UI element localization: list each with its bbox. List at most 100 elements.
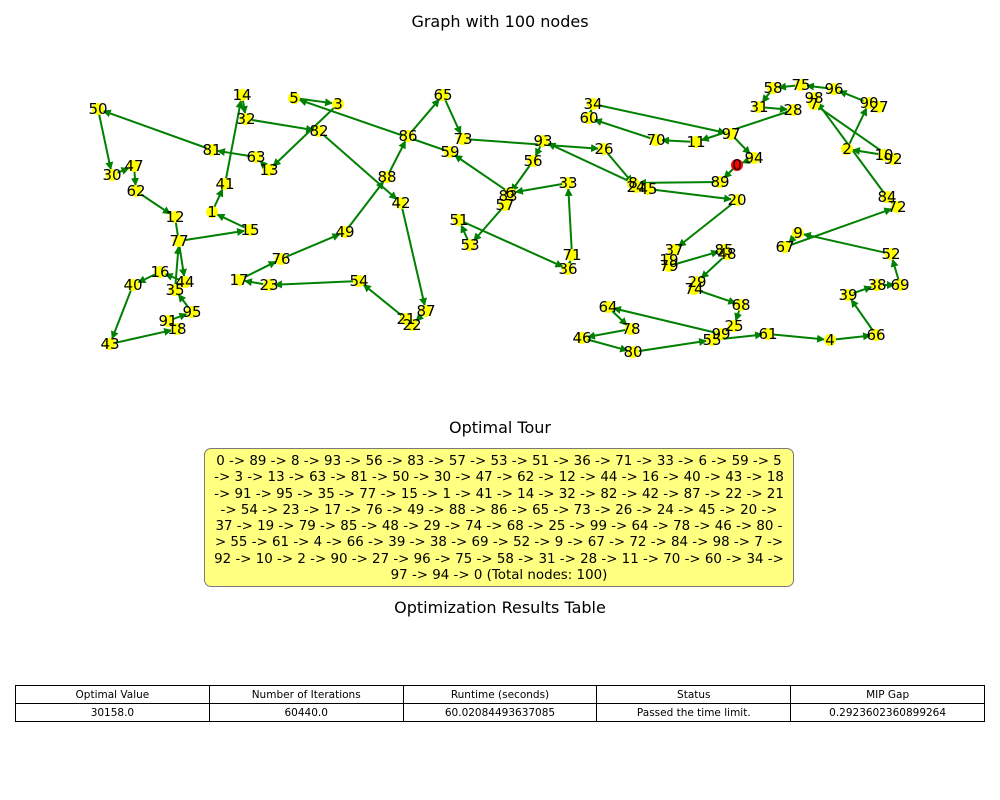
node-12-marker <box>169 211 181 223</box>
node-41-label: 41 <box>215 175 234 193</box>
node-15-label: 15 <box>240 221 259 239</box>
node-20-marker <box>731 194 743 206</box>
node-85-label: 85 <box>714 241 733 259</box>
node-33-marker <box>562 177 574 189</box>
tour-edge-50-30 <box>97 108 114 171</box>
node-56-label: 56 <box>523 152 542 170</box>
node-95-label: 95 <box>182 303 201 321</box>
node-71-marker <box>566 249 578 261</box>
node-80-marker <box>627 346 639 358</box>
node-7-marker <box>808 98 820 110</box>
tour-edge-5-3 <box>293 97 334 107</box>
tour-edge-82-42 <box>318 130 398 200</box>
node-37-label: 37 <box>664 241 683 259</box>
node-48-label: 48 <box>717 245 736 263</box>
node-17-label: 17 <box>229 271 248 289</box>
node-90-label: 90 <box>859 94 878 112</box>
node-15-marker <box>244 224 256 236</box>
node-91-marker <box>162 315 174 327</box>
tour-edge-73-26 <box>462 138 600 153</box>
node-36-label: 36 <box>558 260 577 278</box>
node-14-label: 14 <box>232 86 251 104</box>
node-23-marker <box>263 279 275 291</box>
node-71-label: 71 <box>562 246 581 264</box>
node-61-label: 61 <box>758 325 777 343</box>
node-14-marker <box>236 89 248 101</box>
value-status: Passed the time limit. <box>596 703 792 722</box>
node-93-marker <box>537 135 549 147</box>
node-9-label: 9 <box>793 224 803 242</box>
tour-edge-43-18 <box>109 327 173 345</box>
node-65-label: 65 <box>433 86 452 104</box>
node-17-marker <box>233 274 245 286</box>
node-42-marker <box>395 197 407 209</box>
node-20-label: 20 <box>727 191 746 209</box>
tour-edge-20-37 <box>677 199 738 248</box>
node-42-label: 42 <box>391 194 410 212</box>
node-47-marker <box>128 160 140 172</box>
node-34-marker <box>587 98 599 110</box>
node-92-label: 92 <box>883 150 902 168</box>
node-38-label: 38 <box>867 276 886 294</box>
node-81-label: 81 <box>202 141 221 159</box>
node-32-label: 32 <box>236 110 255 128</box>
node-31-marker <box>753 101 765 113</box>
node-13-label: 13 <box>259 161 278 179</box>
tour-edge-63-81 <box>216 148 257 158</box>
node-54-label: 54 <box>349 272 368 290</box>
node-1-marker <box>206 206 218 218</box>
node-68-marker <box>735 299 747 311</box>
node-3-marker <box>332 98 344 110</box>
node-87-marker <box>420 305 432 317</box>
node-57-label: 57 <box>495 196 514 214</box>
node-57-marker <box>499 199 511 211</box>
node-18-label: 18 <box>167 320 186 338</box>
node-2-marker <box>841 143 853 155</box>
node-72-label: 72 <box>887 198 906 216</box>
node-70-marker <box>650 134 662 146</box>
node-32-marker <box>240 113 252 125</box>
tour-edge-15-1 <box>216 213 251 231</box>
node-22-label: 22 <box>402 316 421 334</box>
node-69-marker <box>894 279 906 291</box>
header-status: Status <box>596 685 792 704</box>
node-45-marker <box>642 183 654 195</box>
node-52-label: 52 <box>881 245 900 263</box>
header-number-of-iterations: Number of Iterations <box>208 685 404 704</box>
node-77-marker <box>173 235 185 247</box>
tour-edge-89-8 <box>637 178 721 187</box>
node-93-label: 93 <box>533 132 552 150</box>
node-58-marker <box>767 82 779 94</box>
tour-edge-17-76 <box>238 260 277 281</box>
node-30-label: 30 <box>102 166 121 184</box>
tour-edge-34-97 <box>592 103 727 136</box>
tour-edge-86-65 <box>407 98 440 137</box>
node-78-label: 78 <box>621 320 640 338</box>
node-61-marker <box>762 328 774 340</box>
node-68-label: 68 <box>731 296 750 314</box>
node-23-label: 23 <box>259 276 278 294</box>
node-60-marker <box>583 112 595 124</box>
node-44-label: 44 <box>175 273 194 291</box>
tour-edge-33-6 <box>514 182 569 195</box>
tour-edge-80-55 <box>632 337 708 353</box>
tour-edge-40-43 <box>110 284 134 340</box>
tour-edge-28-11 <box>700 109 794 142</box>
tour-edge-41-14 <box>224 99 244 185</box>
tour-edge-61-4 <box>767 333 826 343</box>
node-73-marker <box>457 133 469 145</box>
node-92-marker <box>887 153 899 165</box>
node-10-label: 10 <box>874 146 893 164</box>
node-54-marker <box>353 275 365 287</box>
node-12-label: 12 <box>165 208 184 226</box>
tour-edge-57-53 <box>473 204 506 242</box>
node-75-label: 75 <box>791 76 810 94</box>
node-84-marker <box>881 191 893 203</box>
node-29-label: 29 <box>687 273 706 291</box>
node-10-marker <box>878 149 890 161</box>
node-34-label: 34 <box>583 95 602 113</box>
node-41-marker <box>219 178 231 190</box>
node-50-label: 50 <box>88 100 107 118</box>
node-6-marker <box>504 187 516 199</box>
node-24-label: 24 <box>626 178 645 196</box>
